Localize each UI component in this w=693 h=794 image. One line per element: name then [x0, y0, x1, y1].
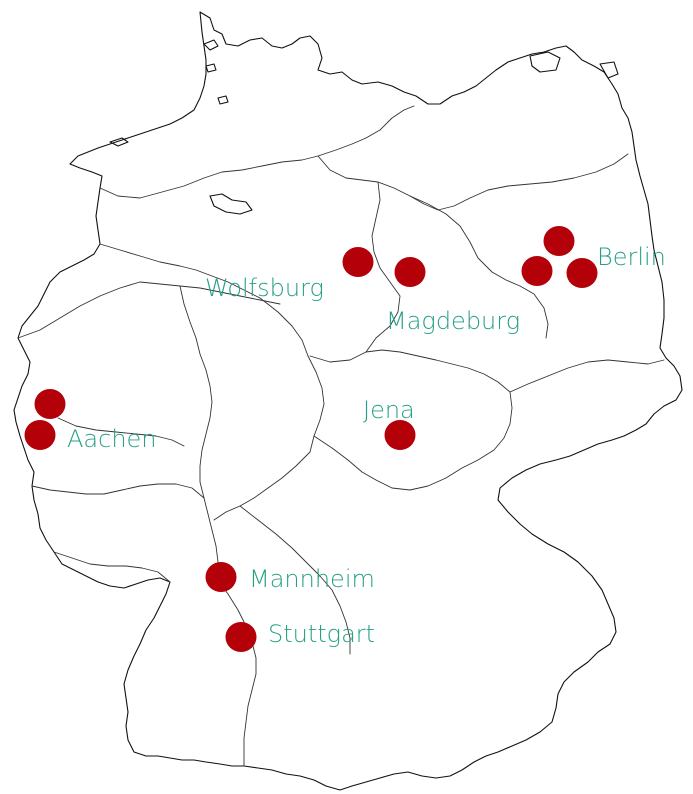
marker-berlin: [543, 226, 575, 256]
state-border: [99, 105, 415, 199]
state-border: [17, 281, 281, 339]
marker-aachen: [34, 389, 66, 419]
marker-magdeburg: [394, 257, 426, 287]
label-mannheim: Mannheim: [249, 565, 375, 593]
island-outline: [205, 63, 217, 73]
island-outline: [217, 95, 229, 105]
state-border: [259, 297, 325, 453]
state-border: [213, 451, 311, 521]
state-border: [317, 153, 629, 211]
label-stuttgart: Stuttgart: [268, 620, 375, 648]
label-magdeburg: Magdeburg: [386, 307, 520, 335]
state-border: [53, 551, 171, 583]
state-border: [313, 391, 513, 491]
island-outline: [209, 193, 253, 215]
marker-berlin: [566, 258, 598, 288]
state-border: [309, 349, 511, 393]
marker-berlin: [521, 256, 553, 286]
marker-stuttgart: [225, 622, 257, 652]
marker-group: [24, 226, 598, 652]
label-jena: Jena: [363, 396, 415, 424]
state-border: [509, 359, 665, 393]
island-outline: [599, 61, 619, 79]
marker-mannheim: [205, 562, 237, 592]
marker-aachen: [24, 420, 56, 450]
state-border: [365, 181, 401, 353]
state-border: [239, 505, 351, 655]
label-berlin: Berlin: [597, 243, 666, 271]
island-outline: [203, 39, 219, 51]
state-border: [31, 483, 205, 499]
state-border: [215, 577, 257, 767]
marker-jena: [384, 420, 416, 450]
state-border: [179, 285, 219, 579]
state-border: [57, 417, 185, 447]
label-wolfsburg: Wolfsburg: [205, 274, 324, 302]
state-border: [409, 195, 549, 339]
label-aachen: Aachen: [67, 425, 157, 453]
germany-outline: [13, 11, 683, 791]
marker-wolfsburg: [342, 247, 374, 277]
island-outline: [109, 137, 129, 147]
island-outline: [529, 51, 561, 73]
state-border: [99, 243, 261, 299]
